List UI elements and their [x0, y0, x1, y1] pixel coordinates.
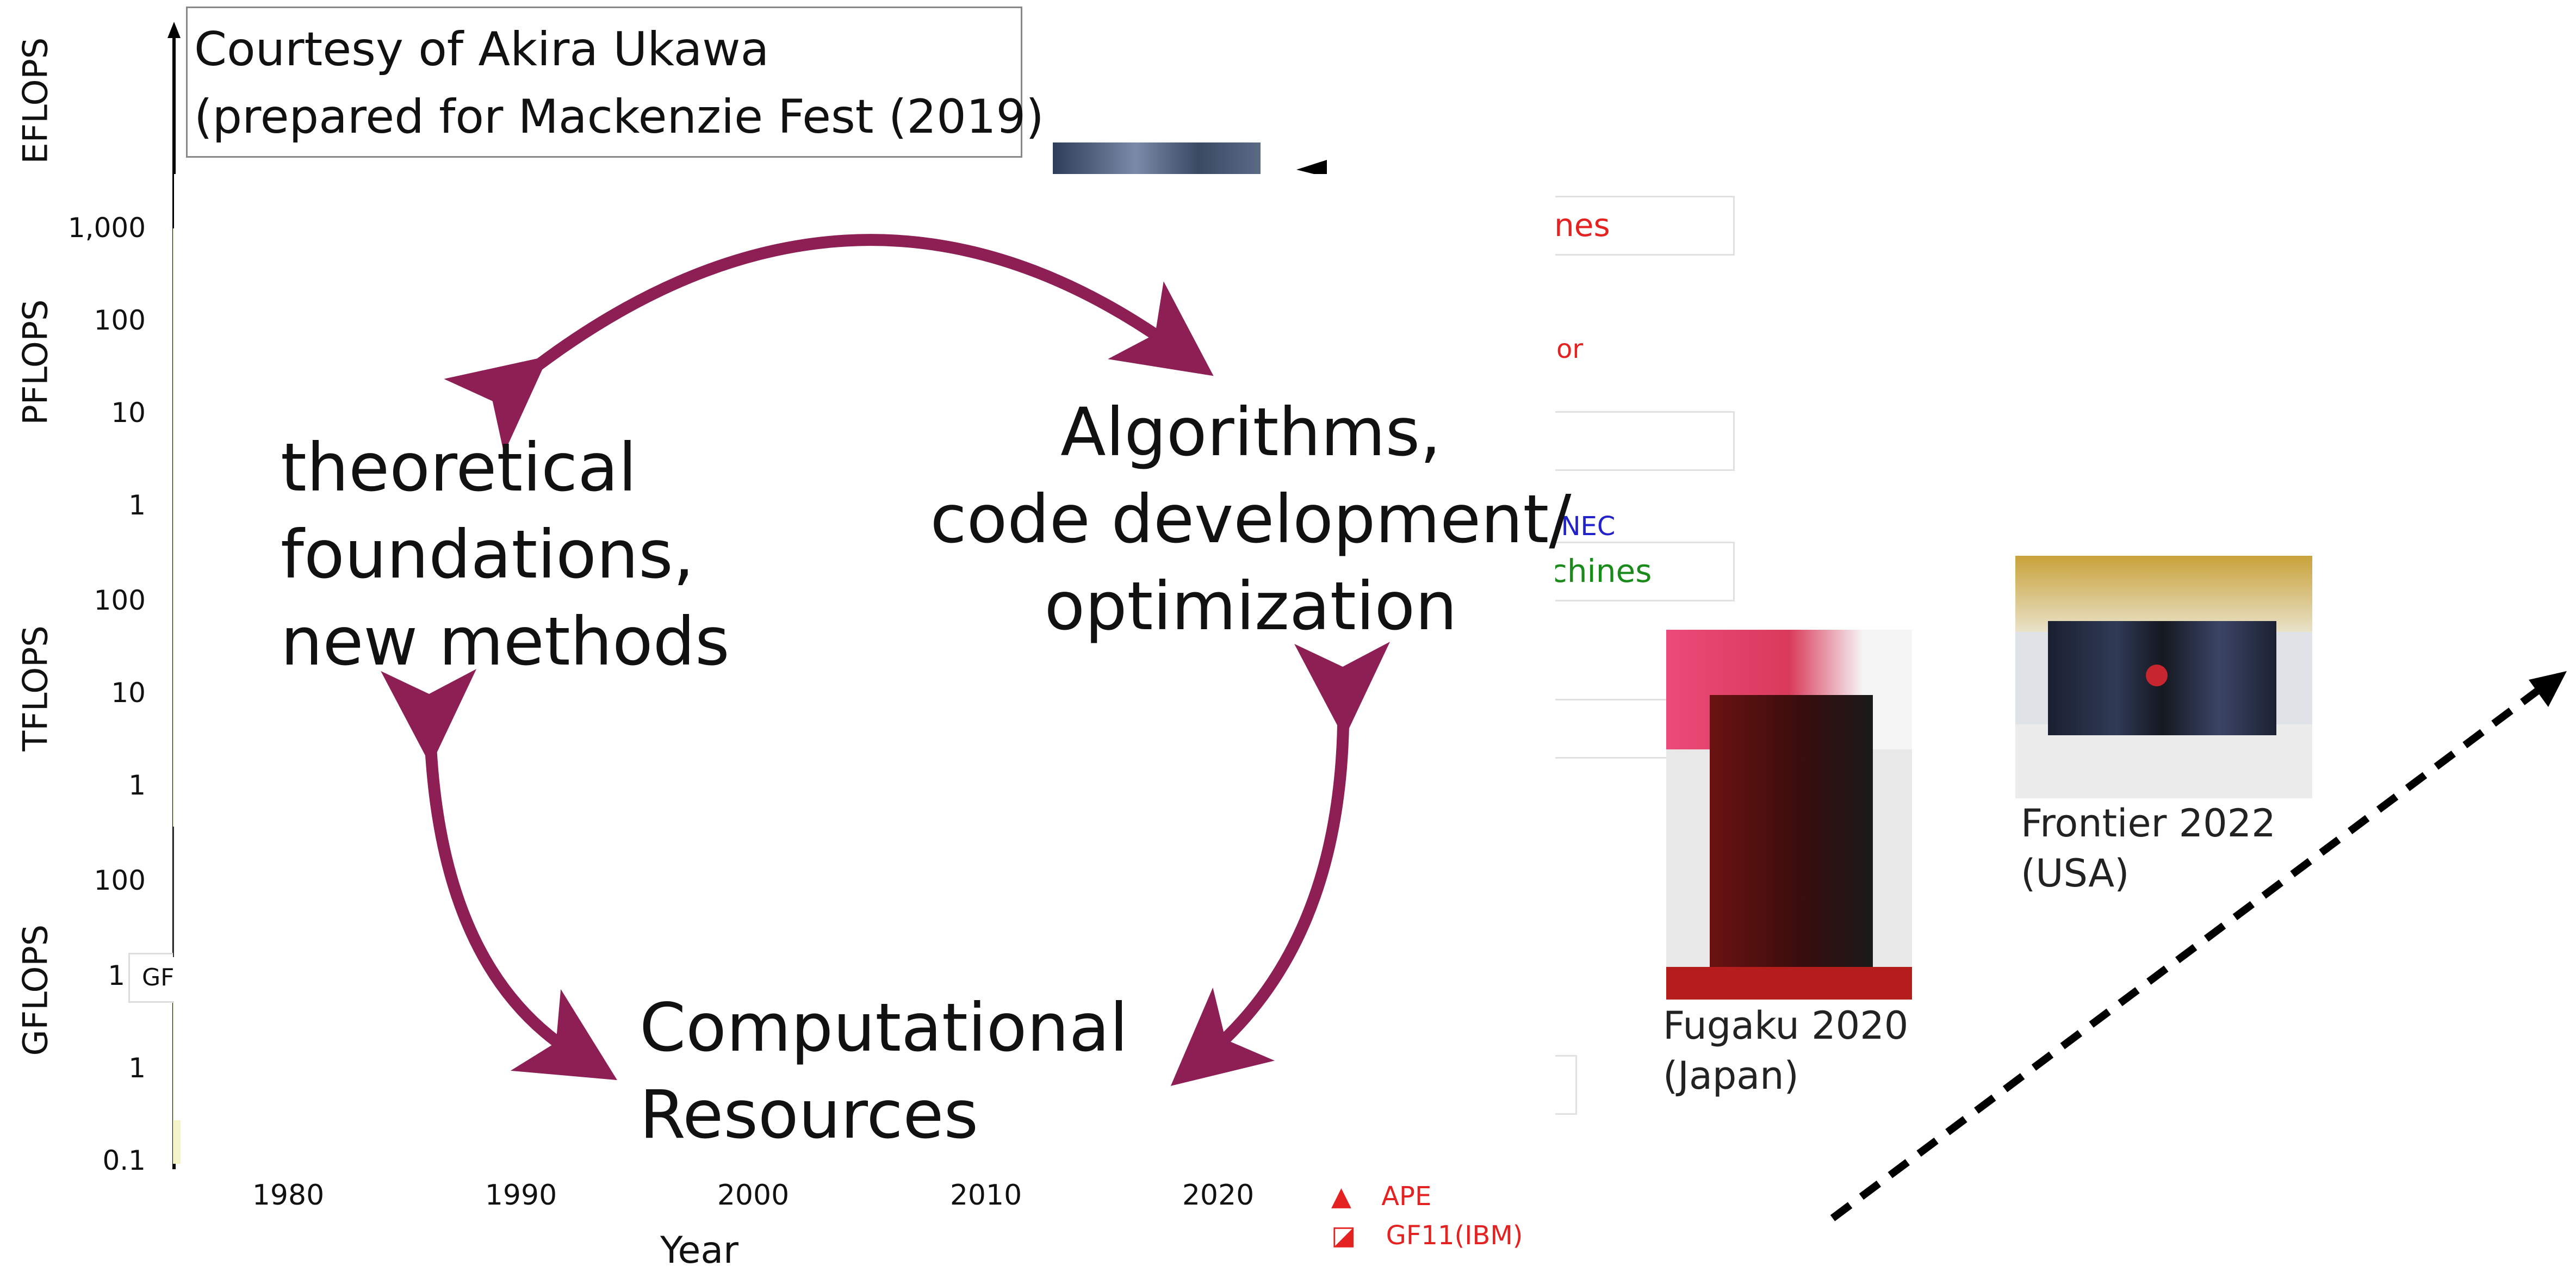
y-tick: 1: [128, 770, 146, 801]
fugaku-caption: Fugaku 2020 (Japan): [1663, 1003, 1909, 1098]
unit-label-eflops: EFLOPS: [15, 37, 55, 164]
triangle-icon: ▲: [1331, 1181, 1351, 1212]
y-tick: 1: [128, 1052, 146, 1084]
y-tick: 10: [111, 397, 146, 429]
frontier-caption: Frontier 2022 (USA): [2021, 801, 2276, 896]
fragment-nes: nes: [1554, 207, 1610, 244]
node-theoretical-foundations: theoretical foundations, new methods: [281, 429, 730, 680]
y-tick: 0.1: [102, 1145, 146, 1176]
y-tick: 100: [94, 865, 146, 896]
arrow-right: [1170, 642, 1391, 1086]
fragment-or: or: [1556, 334, 1584, 364]
credit-line-1: Courtesy of Akira Ukawa: [194, 22, 769, 77]
unit-label-gflops: GFLOPS: [15, 924, 55, 1056]
x-tick: 2000: [717, 1179, 790, 1212]
credit-line-2: (prepared for Mackenzie Fest (2019): [194, 90, 1044, 144]
x-tick: 2010: [949, 1179, 1022, 1212]
arrow-top: [444, 234, 1214, 454]
y-tick: 1: [128, 489, 146, 521]
legend-item-gf11: ◪ GF11(IBM): [1331, 1220, 1523, 1251]
arrow-fragment: [1296, 160, 1327, 177]
legend-item-ape: ▲ APE: [1331, 1181, 1432, 1212]
cycle-diagram-overlay: theoretical foundations, new methods Alg…: [174, 174, 1571, 1153]
node-algorithms: Algorithms, code development/ optimizati…: [930, 394, 1572, 645]
node-computational-resources: Computational Resources: [640, 989, 1128, 1153]
x-tick: 2020: [1182, 1179, 1255, 1212]
y-tick: 10: [111, 677, 146, 709]
trend-arrow: [1830, 671, 2567, 1221]
y-tick: 1: [108, 960, 125, 991]
gf-fragment: GF: [128, 953, 181, 1003]
x-tick: 1990: [485, 1179, 557, 1212]
photo-fragment: [1053, 142, 1261, 175]
y-tick: 1,000: [67, 212, 146, 244]
credit-box: Courtesy of Akira Ukawa (prepared for Ma…: [186, 7, 1044, 158]
x-tick: 1980: [252, 1179, 325, 1212]
cycle-arrows: [381, 234, 1391, 1086]
fragment-chines: chines: [1550, 553, 1652, 590]
y-tick: 100: [94, 305, 146, 336]
y-tick: 100: [94, 585, 146, 616]
frontier-photo: [2015, 556, 2312, 798]
square-icon: ◪: [1331, 1220, 1356, 1251]
arrow-left: [381, 669, 617, 1081]
fugaku-photo: [1666, 630, 1912, 1000]
x-axis-label: Year: [660, 1229, 738, 1272]
